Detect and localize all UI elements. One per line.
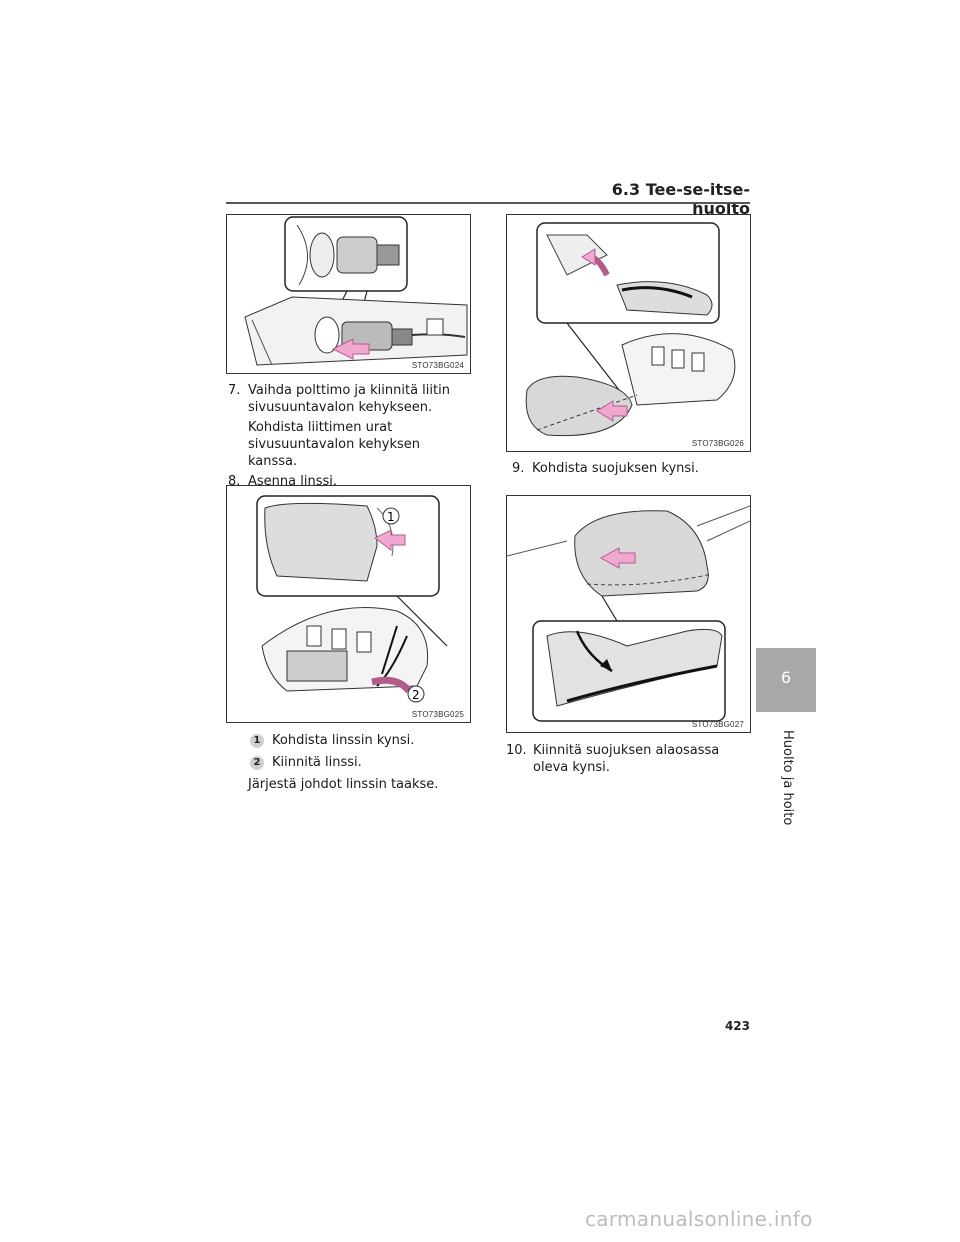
wiring-note: Järjestä johdot linssin taakse. (248, 777, 439, 792)
callout-2: 2 Kiinnitä linssi. (250, 754, 470, 771)
lens-callouts: 1 Kohdista linssin kynsi. 2 Kiinnitä lin… (248, 732, 470, 793)
step-7: 7. Vaihda polttimo ja kiinnitä liitin si… (228, 382, 468, 416)
callout-1-badge: 1 (250, 733, 264, 748)
step-7-text: Vaihda polttimo ja kiinnitä liitin sivus… (248, 383, 450, 415)
section-title: 6.3 Tee-se-itse-huolto (611, 180, 750, 218)
step-7-sub: Kohdista liittimen urat sivusuuntavalon … (248, 420, 421, 469)
figure-cover-align: STO73BG026 (506, 214, 751, 452)
step-10: 10. Kiinnitä suojuksen alaosassa oleva k… (506, 742, 750, 776)
bulb-socket-illustration (244, 216, 468, 366)
callout-1: 1 Kohdista linssin kynsi. (250, 732, 470, 749)
callout-1-text: Kohdista linssin kynsi. (272, 733, 415, 748)
cover-claw-illustration (507, 505, 750, 722)
callout-2-badge: 2 (250, 755, 264, 770)
step-9-block: 9. Kohdista suojuksen kynsi. (512, 460, 752, 477)
step-7-number: 7. (228, 383, 241, 398)
figure-code: STO73BG025 (411, 710, 464, 719)
page-number: 423 (724, 1019, 750, 1033)
step-9-text: Kohdista suojuksen kynsi. (532, 461, 699, 476)
cover-align-illustration (525, 222, 736, 437)
figure-code: STO73BG024 (411, 361, 464, 370)
step-9-number: 9. (512, 461, 525, 476)
step-10-text: Kiinnitä suojuksen alaosassa oleva kynsi… (533, 743, 720, 775)
header-divider (226, 202, 750, 204)
chapter-tab: 6 (756, 648, 816, 712)
figure-cover-claw: STO73BG027 (506, 495, 751, 733)
step-9: 9. Kohdista suojuksen kynsi. (512, 460, 752, 477)
callout-2-label: 2 (412, 688, 420, 702)
lens-install-illustration: 1 2 (256, 495, 448, 703)
callout-2-text: Kiinnitä linssi. (272, 755, 362, 770)
step-10-block: 10. Kiinnitä suojuksen alaosassa oleva k… (506, 742, 750, 776)
watermark: carmanualsonline.info (585, 1207, 813, 1231)
figure-lens-install: 1 2 STO73BG025 (226, 485, 471, 723)
figure-bulb-socket: STO73BG024 (226, 214, 471, 374)
chapter-number: 6 (780, 668, 792, 687)
figure-code: STO73BG027 (691, 720, 744, 729)
figure-code: STO73BG026 (691, 439, 744, 448)
steps-7-8: 7. Vaihda polttimo ja kiinnitä liitin si… (228, 382, 468, 490)
chapter-label: Huolto ja hoito (780, 730, 795, 826)
callout-1-label: 1 (387, 510, 395, 524)
step-10-number: 10. (506, 743, 527, 758)
